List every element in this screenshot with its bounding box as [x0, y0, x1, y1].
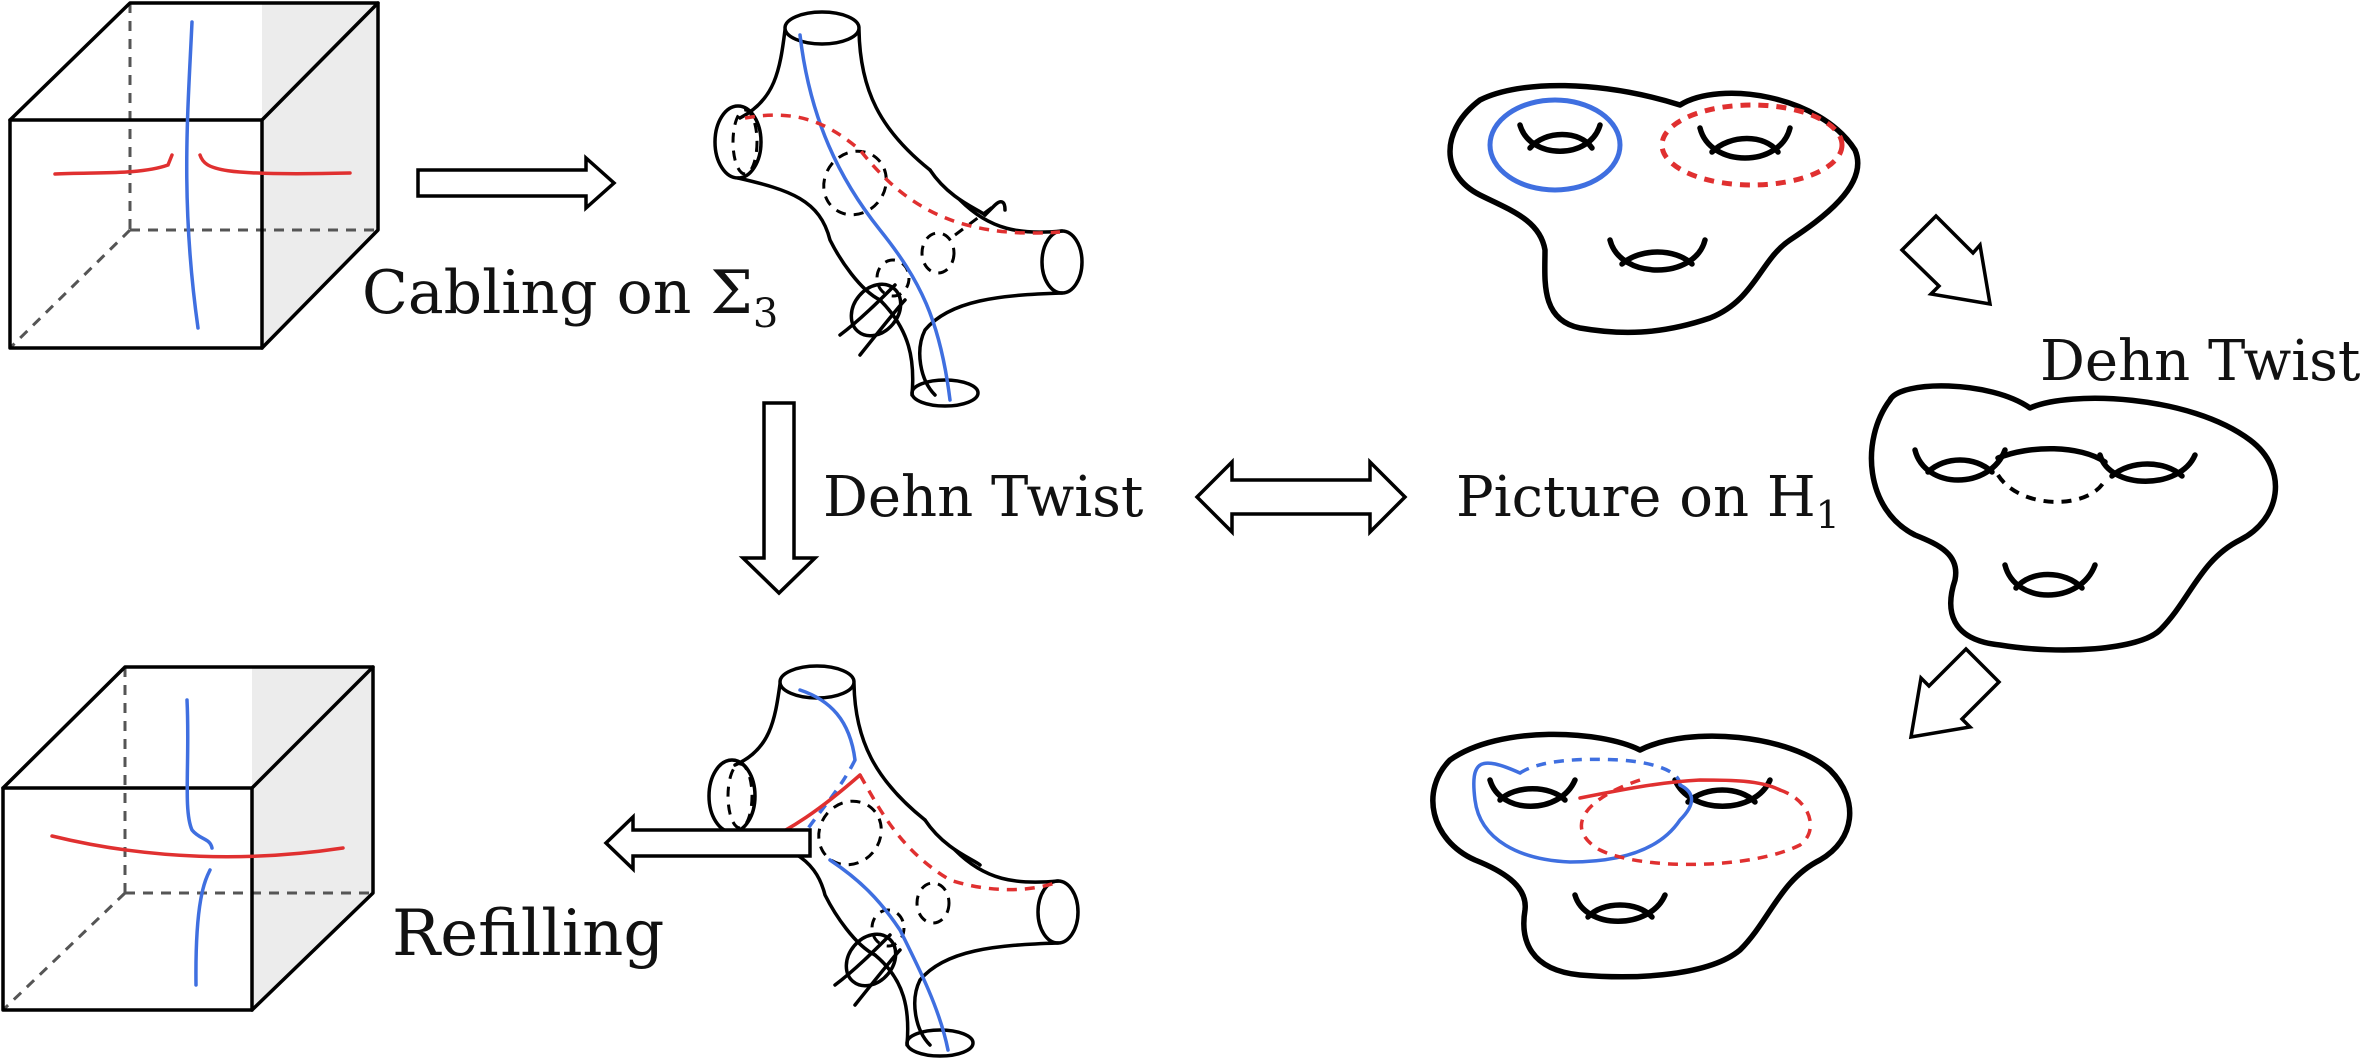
red-loop-dashed [1659, 102, 1845, 188]
arrow-diagonal-down-left [1908, 646, 2002, 740]
red-curve-dashed [744, 113, 1061, 235]
genus3-bottom [1430, 731, 1853, 980]
red-curve-solid [1578, 778, 1782, 800]
genus3-middle [1868, 383, 2279, 653]
blue-strand [185, 20, 200, 330]
red-strand-left [53, 153, 174, 176]
arrow-down-center [738, 401, 820, 596]
label-cabling: Cabling on Σ3 [362, 258, 778, 337]
blue-curve-solid [1472, 761, 1694, 864]
cube-bottom-left [1, 665, 375, 1012]
arrow-right-top [416, 154, 617, 212]
red-strand-right [198, 153, 352, 176]
surface-bottom-center [707, 664, 1080, 1058]
arrow-left-bottom [603, 812, 812, 874]
surface-top-center [713, 10, 1084, 408]
blue-curve [798, 33, 952, 402]
arrow-diagonal-down-right [1899, 213, 1993, 307]
label-dehn-twist-center: Dehn Twist [823, 465, 1144, 530]
cube-top-left [8, 1, 380, 350]
label-picture-on-h1: Picture on H1 [1456, 465, 1840, 537]
label-dehn-twist-right: Dehn Twist [2040, 329, 2361, 394]
label-refilling: Refilling [392, 897, 664, 971]
genus3-top [1447, 82, 1861, 336]
blue-curve-dashed [1519, 757, 1682, 786]
blue-loop [1487, 97, 1623, 193]
arrow-double [1194, 457, 1408, 537]
